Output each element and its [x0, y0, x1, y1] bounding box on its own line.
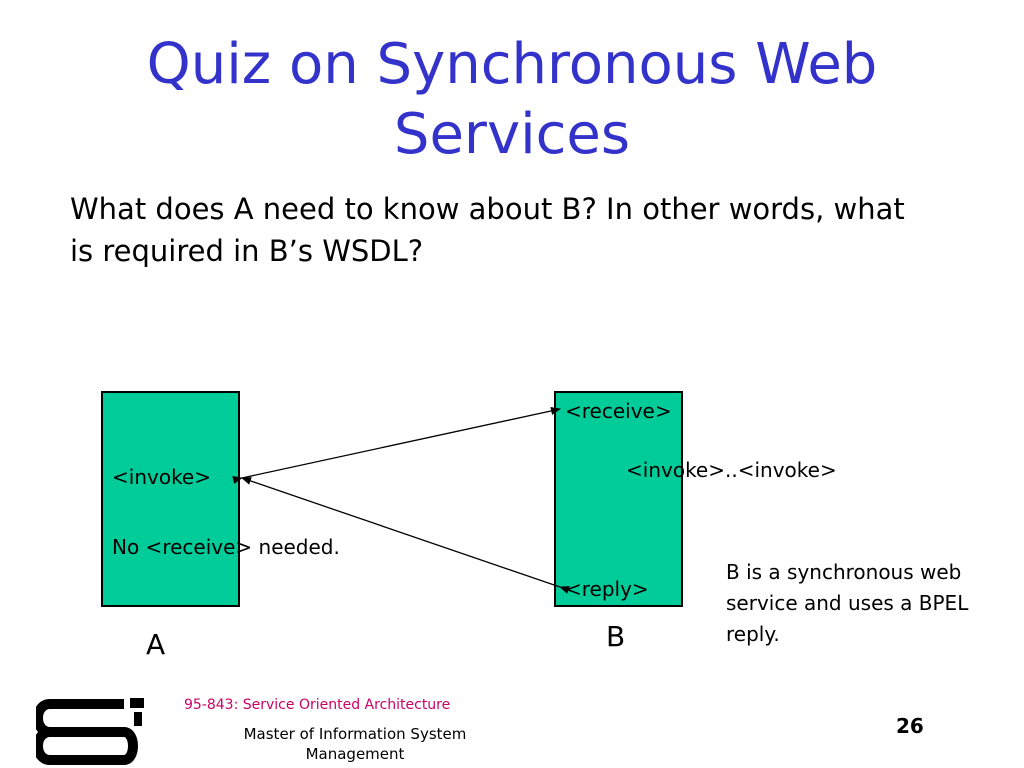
box-b-name: B — [606, 620, 626, 653]
footer-course: 95-843: Service Oriented Architecture — [184, 697, 451, 713]
b-receive-label: <receive> — [565, 399, 672, 423]
university-logo-icon — [36, 698, 144, 765]
service-a-box — [101, 391, 240, 607]
a-no-receive-label: No <receive> needed. — [112, 535, 340, 559]
reply-to-invoke-arrow — [241, 477, 570, 594]
invoke-to-receive-arrow — [232, 406, 561, 484]
quiz-question: What does A need to know about B? In oth… — [70, 192, 905, 268]
page-number: 26 — [896, 714, 924, 738]
service-b-box — [554, 391, 683, 607]
synchronous-note: B is a synchronous web service and uses … — [726, 560, 969, 646]
slide-title: Quiz on Synchronous Web Services — [146, 32, 878, 167]
box-a-name: A — [146, 628, 166, 661]
footer-organization: Master of Information System Management — [243, 725, 467, 763]
b-reply-label: <reply> — [565, 577, 649, 601]
b-invoke-chain-label: <invoke>..<invoke> — [626, 458, 837, 482]
a-invoke-label: <invoke> — [112, 465, 211, 489]
